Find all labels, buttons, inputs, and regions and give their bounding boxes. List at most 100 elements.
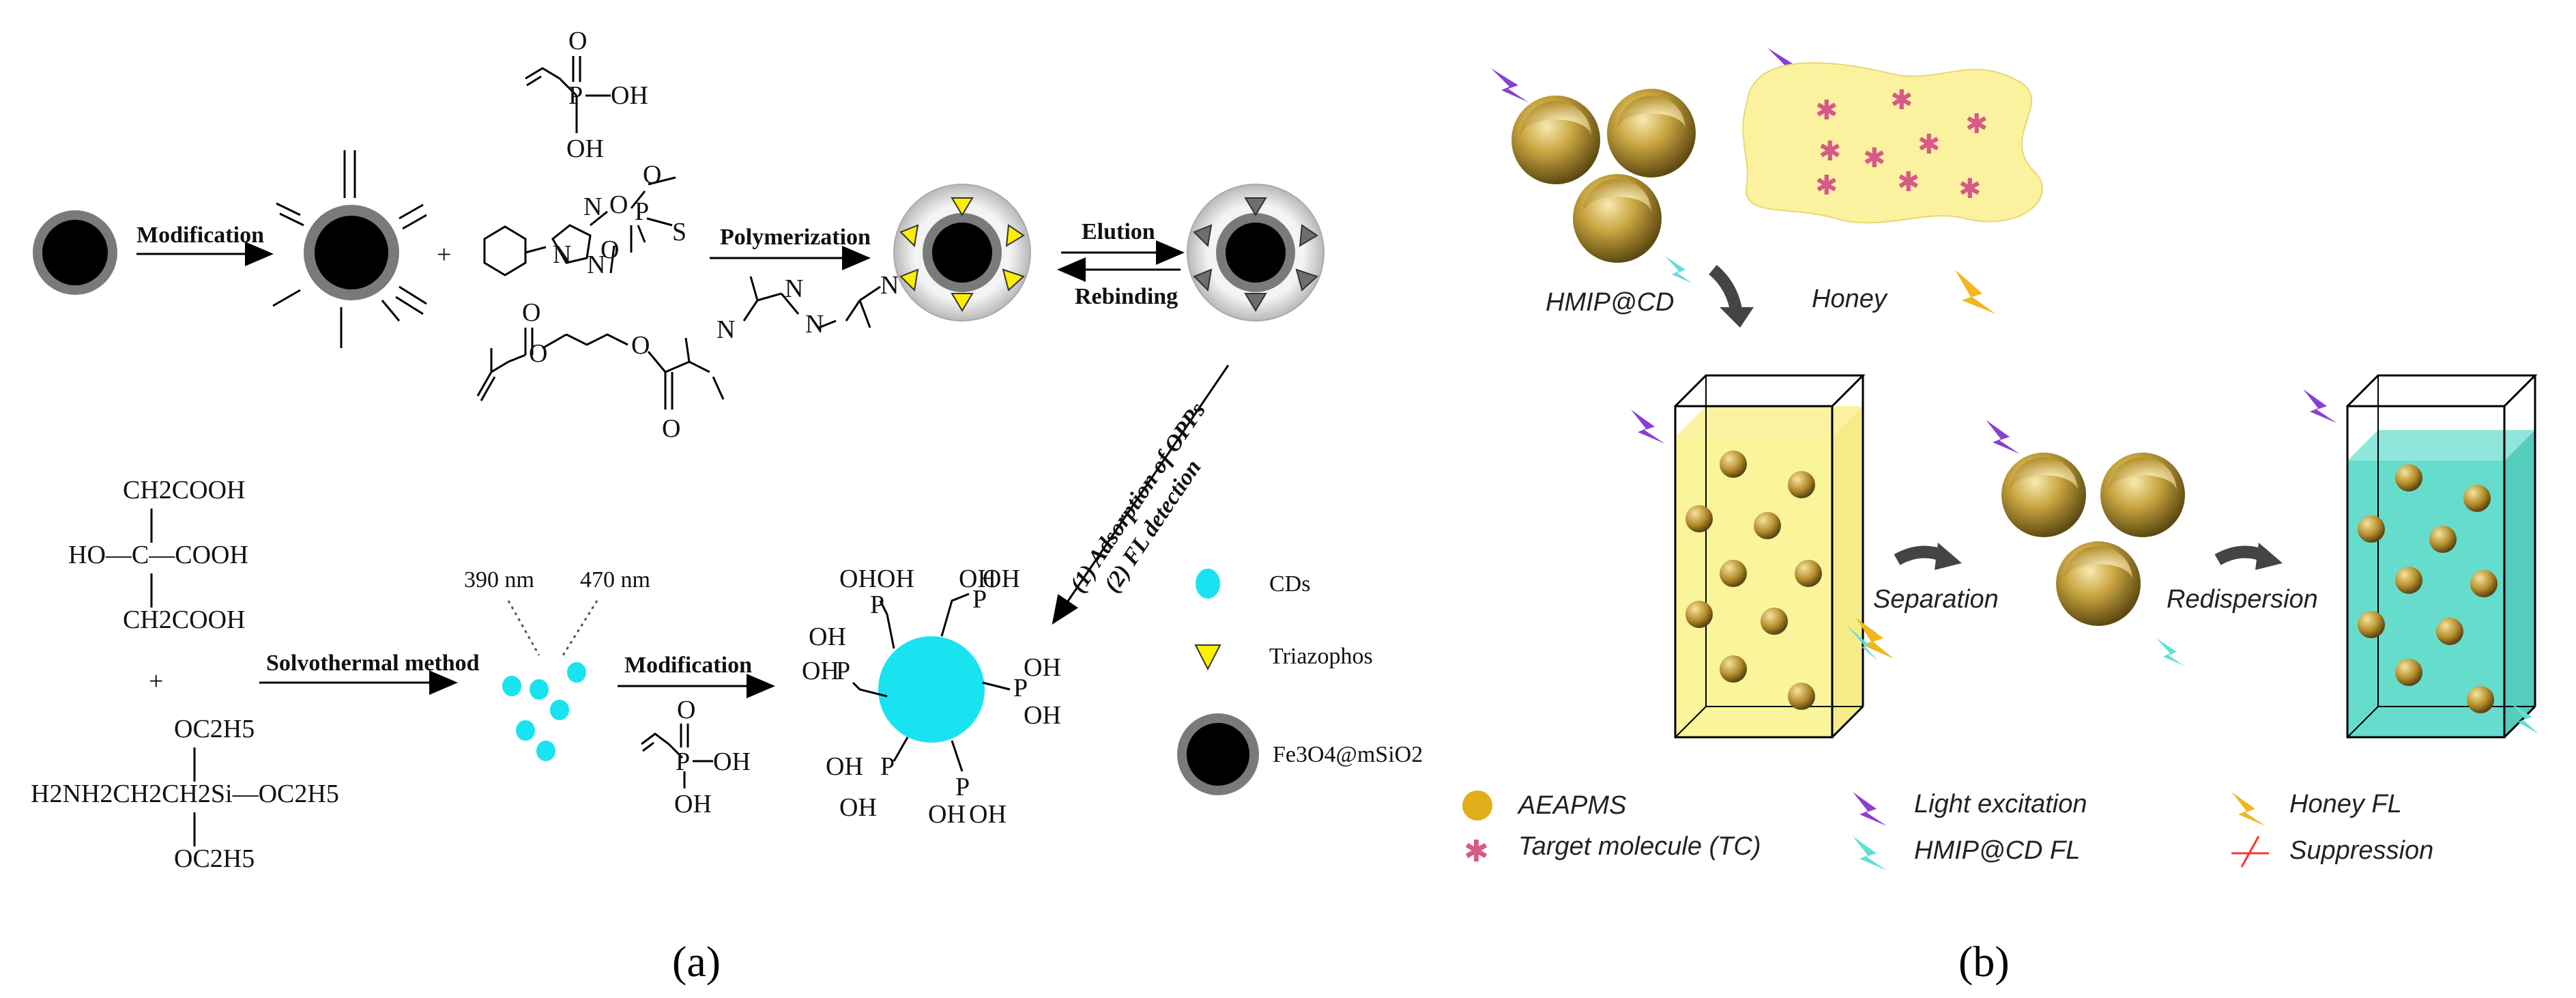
polymerization-label: Polymerization <box>720 225 871 250</box>
svg-text:✱: ✱ <box>1890 85 1913 115</box>
citric-line2: HO—C—COOH <box>68 541 248 569</box>
tz-o3: O <box>600 236 619 264</box>
svg-text:✱: ✱ <box>1819 136 1842 167</box>
svg-text:✱: ✱ <box>1917 129 1941 160</box>
legend-hmip-fl-swatch <box>1853 836 1887 870</box>
silane-bot: OC2H5 <box>174 844 255 873</box>
vpa-o: O <box>568 27 587 55</box>
panel-b-label: (b) <box>1958 937 2010 986</box>
aibn-n4: N <box>880 271 899 300</box>
tz-n2: N <box>553 240 571 269</box>
legend-honey-fl-swatch <box>2231 792 2266 826</box>
wavelength-rays <box>507 600 598 656</box>
svg-text:✱: ✱ <box>1965 109 1988 139</box>
ex-wavelength: 390 nm <box>464 567 534 593</box>
citric-line1: CH2COOH <box>123 476 245 504</box>
cd-p-5: P <box>880 752 895 781</box>
vpa-oh2: OH <box>566 134 604 163</box>
aibn-n1: N <box>717 315 735 344</box>
target-molecules: ✱ ✱ ✱ ✱ ✱ ✱ ✱ ✱ ✱ <box>1815 85 1988 204</box>
cd-oh-7: OH <box>809 623 846 651</box>
vpa2-oh2: OH <box>674 790 712 818</box>
svg-text:✱: ✱ <box>1815 170 1838 201</box>
eluted-particle <box>1187 184 1325 322</box>
legend-triazophos-swatch <box>1194 644 1221 671</box>
modification-label: Modification <box>136 223 264 248</box>
plus-sign-1: + <box>437 240 451 269</box>
egdma-o2: O <box>529 339 547 368</box>
imprinted-particle <box>893 184 1031 322</box>
cd-oh-1: OH <box>839 565 877 593</box>
cd-oh-5: OH <box>1024 653 1061 682</box>
hmip-spheres <box>1511 89 1696 263</box>
aibn-n2: N <box>785 274 803 303</box>
legend-light: Light excitation <box>1914 790 2087 818</box>
cuvette-particles-2 <box>2358 464 2498 713</box>
silane-mid: H2NH2CH2CH2Si—OC2H5 <box>31 780 339 808</box>
hmip-cd-label: HMIP@CD <box>1546 288 1674 317</box>
cd-p-3: P <box>1013 674 1028 702</box>
carbon-dots <box>502 662 586 761</box>
tz-p: P <box>635 197 649 226</box>
vpa-structure-2 <box>641 724 713 788</box>
tz-n1: N <box>583 193 602 221</box>
cd-oh-10: OH <box>839 793 877 822</box>
legend-target: Target molecule (TC) <box>1518 832 1761 861</box>
separated-spheres <box>2001 453 2185 626</box>
legend-aeapms: AEAPMS <box>1517 791 1626 820</box>
separation-label: Separation <box>1873 585 1999 614</box>
cd-oh-3: OH <box>959 565 996 593</box>
legend-target-swatch: ✱ <box>1464 835 1489 868</box>
egdma-o1: O <box>522 298 540 327</box>
cd-oh-4: OH <box>983 565 1020 593</box>
plus-sign-2: + <box>149 667 163 696</box>
vpa-oh1: OH <box>611 81 648 110</box>
rebinding-label: Rebinding <box>1075 284 1178 309</box>
cd-p-4: P <box>836 657 850 685</box>
em-wavelength: 470 nm <box>580 567 650 593</box>
cd-oh-11: OH <box>928 800 966 829</box>
honey-label: Honey <box>1812 285 1888 313</box>
light-icon-sep <box>1986 420 2020 454</box>
aibn-n3: N <box>805 310 824 339</box>
legend-aeapms-swatch <box>1462 790 1492 821</box>
honey-blob <box>1742 62 2043 224</box>
legend-light-swatch <box>1853 792 1887 826</box>
aibn-structure <box>742 276 881 329</box>
svg-text:✱: ✱ <box>1958 173 1982 204</box>
panel-a: Modification + O P OH OH <box>31 27 1423 986</box>
cyan-cuvette <box>2346 374 2538 739</box>
cuvette-particles-1 <box>1685 451 1822 710</box>
legend-cds: CDs <box>1269 571 1310 597</box>
citric-line3: CH2COOH <box>123 605 245 634</box>
triazophos-structure <box>483 176 676 276</box>
vpa2-p: P <box>676 747 690 776</box>
legend-core: Fe3O4@mSiO2 <box>1273 742 1423 767</box>
light-icon-cuvette1 <box>1631 410 1665 444</box>
cd-oh-6: OH <box>1024 701 1061 730</box>
egdma-structure <box>476 328 725 410</box>
cd-p-1: P <box>870 590 884 619</box>
egdma-o4: O <box>662 414 680 443</box>
adsorption-arrow <box>1052 365 1230 625</box>
egdma-o3: O <box>631 331 650 360</box>
tz-n3: N <box>587 251 605 279</box>
tz-s: S <box>672 218 686 246</box>
tz-o2: O <box>643 160 661 189</box>
svg-text:✱: ✱ <box>1863 143 1886 173</box>
elution-label: Elution <box>1082 219 1155 244</box>
legend-a: CDs Triazophos Fe3O4@mSiO2 <box>1177 569 1423 795</box>
svg-text:✱: ✱ <box>1815 95 1838 126</box>
legend-cds-swatch <box>1196 569 1220 599</box>
svg-text:✱: ✱ <box>1897 167 1920 197</box>
yellow-cuvette <box>1674 374 1866 739</box>
triazophos-templates <box>899 197 1025 312</box>
legend-b: AEAPMS ✱ Target molecule (TC) Light exci… <box>1462 790 2433 870</box>
modified-cd: OH OH P OH OH P P OH OH OH OH P OH OH P … <box>802 565 1061 829</box>
honey-fl-icon <box>1955 270 1996 314</box>
imprint-cavities <box>1193 197 1318 312</box>
panel-b: HMIP@CD ✱ ✱ ✱ ✱ ✱ ✱ ✱ ✱ ✱ Honey <box>1462 48 2538 986</box>
cd-oh-12: OH <box>969 800 1007 829</box>
legend-suppression: Suppression <box>2289 836 2433 865</box>
vpa2-oh1: OH <box>713 747 751 776</box>
